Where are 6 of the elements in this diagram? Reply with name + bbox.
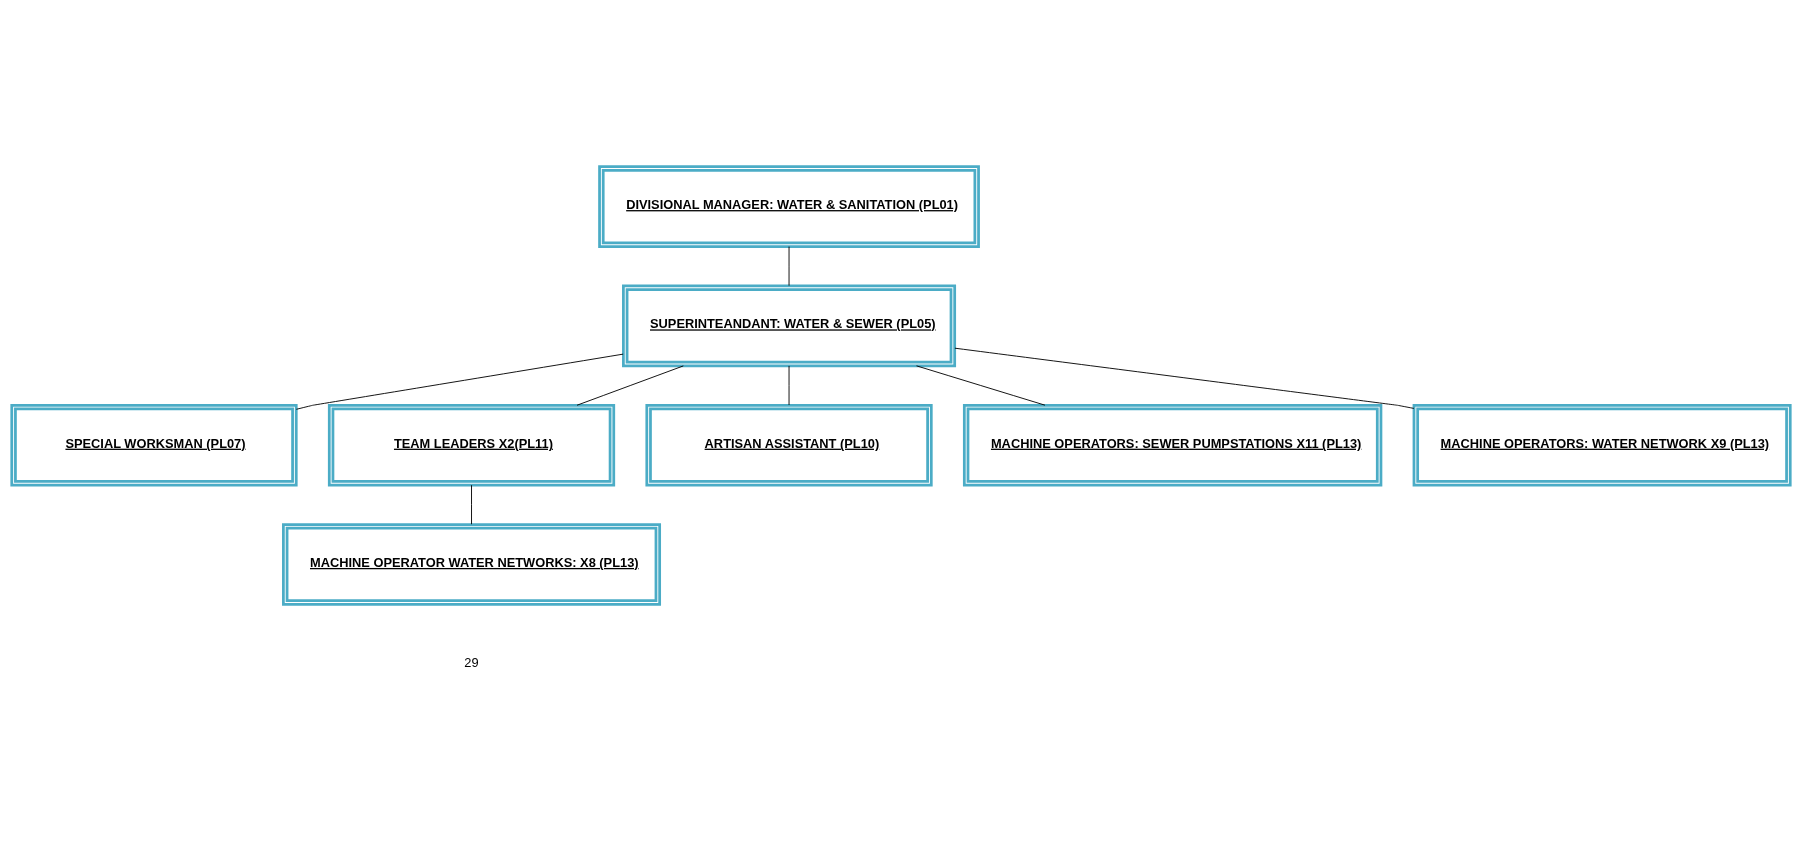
connector	[576, 364, 684, 406]
connector	[471, 484, 472, 525]
label: 29	[464, 654, 479, 670]
connector	[954, 347, 1415, 409]
connector	[916, 364, 1046, 406]
connector	[295, 353, 624, 410]
